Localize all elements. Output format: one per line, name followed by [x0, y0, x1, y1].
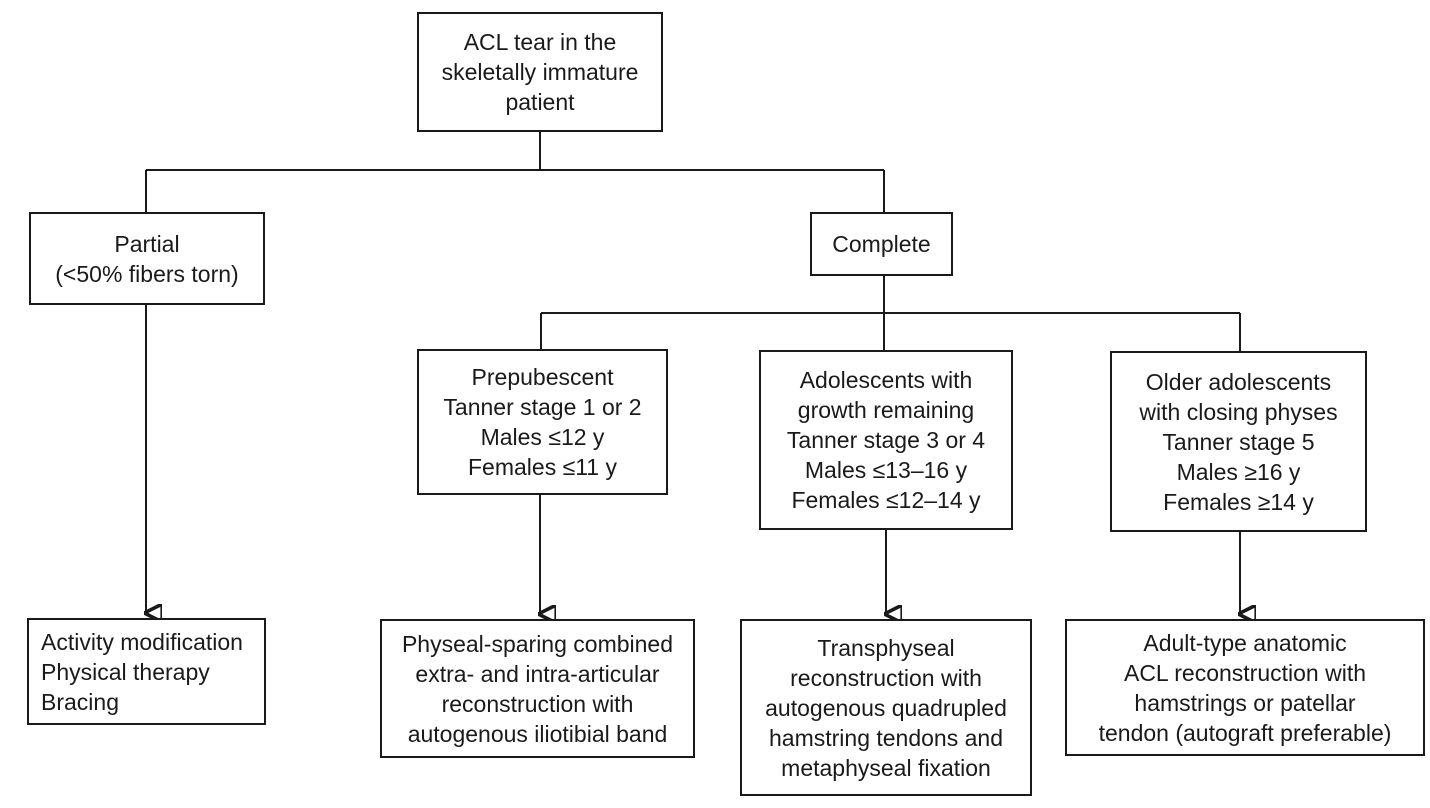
node-treatment-older-adolescents: Adult-type anatomic ACL reconstruction w… — [1065, 619, 1425, 756]
node-treatment-partial-label: Activity modification Physical therapy B… — [41, 628, 243, 715]
node-root: ACL tear in the skeletally immature pati… — [417, 12, 663, 132]
node-treatment-partial: Activity modification Physical therapy B… — [27, 618, 266, 725]
node-treatment-adolescents: Transphyseal reconstruction with autogen… — [740, 619, 1032, 796]
node-group-adolescents: Adolescents with growth remaining Tanner… — [759, 350, 1013, 530]
node-group-older-adolescents: Older adolescents with closing physes Ta… — [1110, 351, 1367, 532]
node-branch-partial-label: Partial (<50% fibers torn) — [55, 230, 239, 287]
node-treatment-prepubescent-label: Physeal-sparing combined extra- and intr… — [401, 630, 674, 747]
node-treatment-prepubescent: Physeal-sparing combined extra- and intr… — [380, 619, 695, 758]
node-treatment-older-adolescents-label: Adult-type anatomic ACL reconstruction w… — [1098, 629, 1392, 746]
node-group-prepubescent-label: Prepubescent Tanner stage 1 or 2 Males ≤… — [443, 364, 642, 480]
node-group-adolescents-label: Adolescents with growth remaining Tanner… — [786, 367, 986, 513]
node-group-older-adolescents-label: Older adolescents with closing physes Ta… — [1139, 368, 1338, 515]
node-group-prepubescent: Prepubescent Tanner stage 1 or 2 Males ≤… — [417, 349, 668, 495]
node-treatment-adolescents-label: Transphyseal reconstruction with autogen… — [765, 634, 1007, 781]
node-root-label: ACL tear in the skeletally immature pati… — [441, 29, 639, 115]
node-branch-partial: Partial (<50% fibers torn) — [29, 212, 265, 305]
connector-root-to-branches — [145, 132, 885, 212]
connector-complete-to-groups — [540, 276, 1241, 351]
node-branch-complete: Complete — [810, 212, 953, 276]
node-branch-complete-label: Complete — [832, 231, 931, 257]
